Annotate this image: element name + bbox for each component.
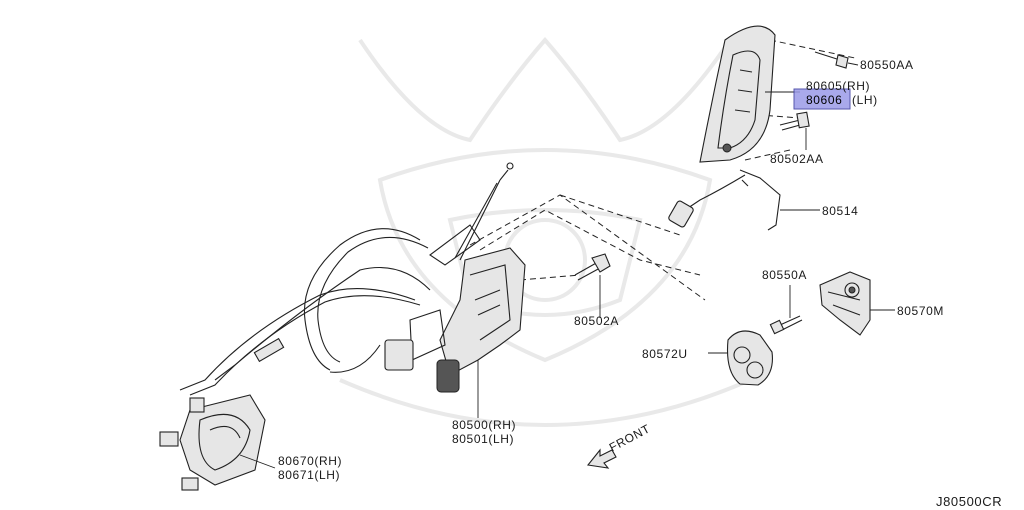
front-label: FRONT	[607, 421, 653, 454]
label-80514: 80514	[822, 204, 858, 218]
front-arrow-icon	[586, 448, 617, 469]
screw-80550AA[interactable]	[814, 51, 849, 69]
inside-handle-80670[interactable]	[159, 394, 266, 491]
label-80502A: 80502A	[574, 314, 619, 328]
label-80502AA: 80502AA	[770, 152, 824, 166]
striker-80570M[interactable]	[819, 271, 871, 336]
leader-lines	[239, 62, 895, 469]
watermark-logo	[339, 36, 751, 427]
diagram-code: J80500CR	[936, 494, 1002, 509]
shim-80572U[interactable]	[726, 330, 773, 386]
screw-80550A[interactable]	[769, 315, 803, 335]
label-80572U: 80572U	[642, 347, 688, 361]
lock-cables[interactable]	[179, 228, 431, 396]
door-lock-actuator-80500[interactable]	[384, 162, 526, 393]
label-80550AA: 80550AA	[860, 58, 914, 72]
bolt-80502A[interactable]	[574, 253, 611, 281]
label-80500-rh: 80500(RH)	[452, 418, 516, 432]
label-80501-lh: 80501(LH)	[452, 432, 514, 446]
label-80605-rh: 80605(RH)	[806, 79, 870, 93]
label-80670-rh: 80670(RH)	[278, 454, 342, 468]
label-80606-lh: (LH)	[852, 93, 878, 107]
label-80671-lh: 80671(LH)	[278, 468, 340, 482]
screw-80502AA[interactable]	[779, 111, 810, 131]
outside-handle-part[interactable]	[699, 25, 776, 163]
label-80550A: 80550A	[762, 268, 807, 282]
highlight-80606	[793, 88, 851, 110]
label-80570M: 80570M	[897, 304, 944, 318]
rod-80514[interactable]	[668, 169, 781, 231]
dashed-guide-lines	[469, 39, 856, 301]
label-80606[interactable]: 80606	[806, 93, 842, 107]
